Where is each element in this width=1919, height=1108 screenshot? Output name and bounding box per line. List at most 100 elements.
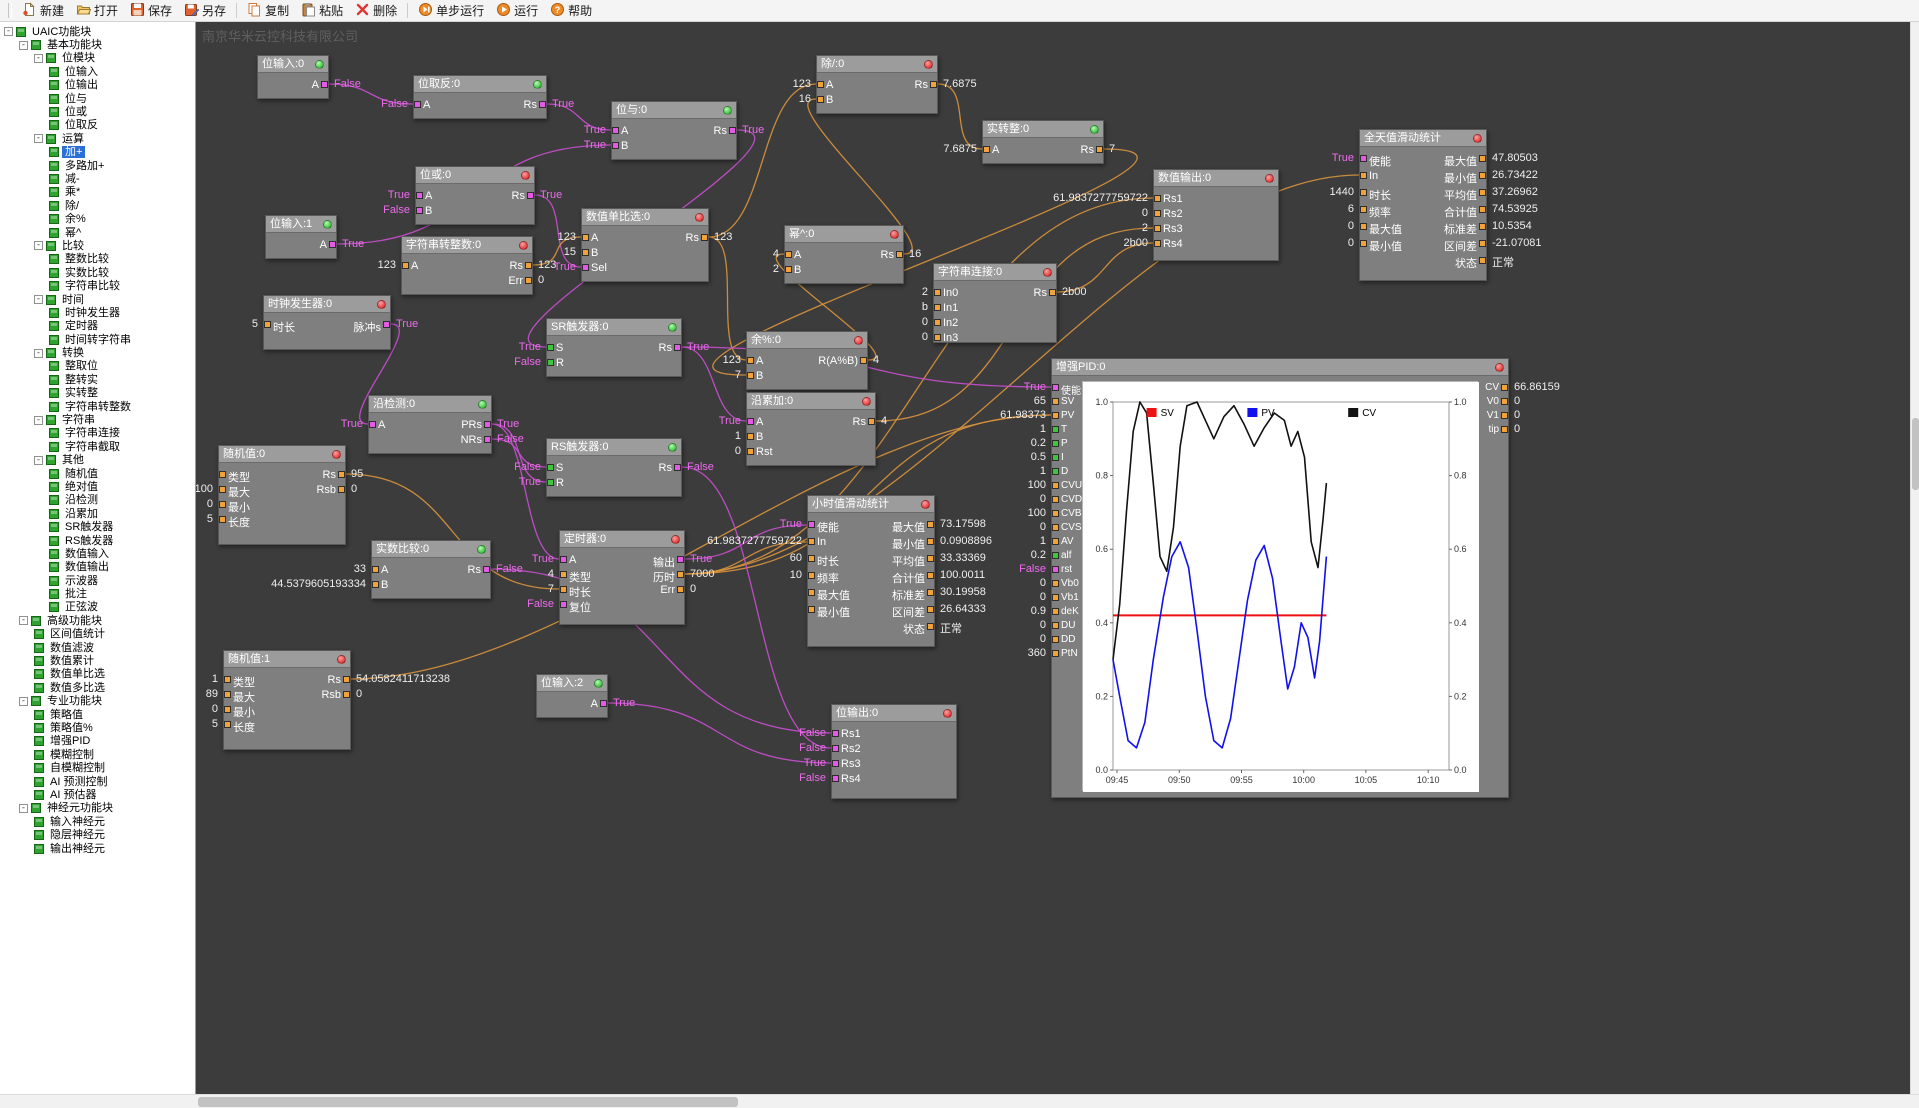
input-port[interactable]	[1052, 538, 1059, 545]
input-port[interactable]	[1052, 594, 1059, 601]
tree-item-随机值[interactable]: 随机值	[0, 467, 195, 480]
output-port[interactable]	[383, 321, 390, 328]
tree-item-整转实[interactable]: 整转实	[0, 373, 195, 386]
input-port[interactable]	[1360, 223, 1367, 230]
node-title[interactable]: SR触发器:0	[547, 319, 681, 336]
tree-item-隐层神经元[interactable]: 隐层神经元	[0, 828, 195, 841]
input-port[interactable]	[612, 127, 619, 134]
tree-item-神经元功能块[interactable]: -神经元功能块	[0, 802, 195, 815]
node-title[interactable]: RS触发器:0	[547, 439, 681, 456]
output-port[interactable]	[1479, 189, 1486, 196]
input-port[interactable]	[1052, 440, 1059, 447]
input-port[interactable]	[1052, 650, 1059, 657]
output-port[interactable]	[483, 566, 490, 573]
node-title[interactable]: 小时值滑动统计	[808, 496, 934, 513]
output-port[interactable]	[484, 421, 491, 428]
input-port[interactable]	[560, 601, 567, 608]
input-port[interactable]	[832, 730, 839, 737]
tree-item-定时器[interactable]: 定时器	[0, 320, 195, 333]
tree-item-位或[interactable]: 位或	[0, 105, 195, 118]
tree-expander-icon[interactable]: -	[4, 26, 13, 37]
output-port[interactable]	[1049, 289, 1056, 296]
node-title[interactable]: 幂^:0	[785, 226, 903, 243]
tree-item-自模糊控制[interactable]: 自模糊控制	[0, 761, 195, 774]
fb-node-增强PID:0[interactable]: 增强PID:0使能CVSVV0PVV1TtipPIDCVUCVDCVBCVSAV…	[1051, 358, 1509, 798]
input-port[interactable]	[582, 234, 589, 241]
toolbar-button-save[interactable]: 保存	[124, 1, 178, 21]
tree-expander-icon[interactable]: -	[34, 133, 43, 144]
tree-item-增强PID[interactable]: 增强PID	[0, 735, 195, 748]
input-port[interactable]	[372, 566, 379, 573]
tree-item-基本功能块[interactable]: -基本功能块	[0, 38, 195, 51]
output-port[interactable]	[1501, 426, 1508, 433]
output-port[interactable]	[525, 262, 532, 269]
input-port[interactable]	[1052, 552, 1059, 559]
tree-item-减-[interactable]: 减-	[0, 172, 195, 185]
input-port[interactable]	[369, 421, 376, 428]
input-port[interactable]	[224, 721, 231, 728]
tree-item-时间[interactable]: -时间	[0, 293, 195, 306]
output-port[interactable]	[1479, 223, 1486, 230]
fb-node-位输入:1[interactable]: 位输入:1A	[265, 215, 337, 259]
output-port[interactable]	[927, 606, 934, 613]
input-port[interactable]	[560, 571, 567, 578]
toolbar-button-delete[interactable]: 删除	[349, 1, 403, 21]
input-port[interactable]	[1052, 622, 1059, 629]
fb-node-位输入:0[interactable]: 位输入:0A	[257, 55, 329, 99]
tree-item-其他[interactable]: -其他	[0, 454, 195, 467]
tree-item-字符串[interactable]: -字符串	[0, 413, 195, 426]
tree-item-整数比较[interactable]: 整数比较	[0, 253, 195, 266]
toolbar-button-copy[interactable]: 复制	[241, 1, 295, 21]
output-port[interactable]	[927, 555, 934, 562]
node-title[interactable]: 余%:0	[747, 332, 867, 349]
node-title[interactable]: 实数比较:0	[372, 541, 490, 558]
output-port[interactable]	[1479, 206, 1486, 213]
input-port[interactable]	[747, 357, 754, 364]
node-title[interactable]: 位输入:1	[266, 216, 336, 233]
node-title[interactable]: 定时器:0	[560, 531, 684, 548]
toolbar-button-run[interactable]: 运行	[490, 1, 544, 21]
tree-item-沿累加[interactable]: 沿累加	[0, 507, 195, 520]
output-port[interactable]	[525, 277, 532, 284]
input-port[interactable]	[1052, 454, 1059, 461]
node-title[interactable]: 位取反:0	[414, 76, 546, 93]
fb-node-余%:0[interactable]: 余%:0AR(A%B)B	[746, 331, 868, 390]
tree-expander-icon[interactable]: -	[19, 615, 28, 626]
input-port[interactable]	[547, 479, 554, 486]
tree-item-字符串比较[interactable]: 字符串比较	[0, 279, 195, 292]
tree-item-位输出[interactable]: 位输出	[0, 79, 195, 92]
horizontal-scrollbar-thumb[interactable]	[198, 1097, 738, 1107]
input-port[interactable]	[808, 572, 815, 579]
node-title[interactable]: 字符串转整数:0	[402, 237, 532, 254]
input-port[interactable]	[785, 251, 792, 258]
tree-item-数值单比选[interactable]: 数值单比选	[0, 668, 195, 681]
output-port[interactable]	[321, 81, 328, 88]
tree-item-转换[interactable]: -转换	[0, 346, 195, 359]
input-port[interactable]	[582, 249, 589, 256]
output-port[interactable]	[1479, 172, 1486, 179]
output-port[interactable]	[927, 623, 934, 630]
input-port[interactable]	[832, 775, 839, 782]
input-port[interactable]	[817, 96, 824, 103]
input-port[interactable]	[817, 81, 824, 88]
node-title[interactable]: 位或:0	[416, 167, 534, 184]
output-port[interactable]	[677, 571, 684, 578]
output-port[interactable]	[701, 234, 708, 241]
input-port[interactable]	[934, 304, 941, 311]
tree-item-数值累计[interactable]: 数值累计	[0, 654, 195, 667]
node-title[interactable]: 随机值:0	[219, 446, 345, 463]
output-port[interactable]	[674, 464, 681, 471]
output-port[interactable]	[329, 241, 336, 248]
output-port[interactable]	[343, 676, 350, 683]
input-port[interactable]	[547, 344, 554, 351]
tree-item-数值输出[interactable]: 数值输出	[0, 561, 195, 574]
output-port[interactable]	[600, 700, 607, 707]
vertical-scrollbar[interactable]	[1910, 22, 1919, 1094]
input-port[interactable]	[1360, 206, 1367, 213]
input-port[interactable]	[582, 264, 589, 271]
tree-item-策略值%[interactable]: 策略值%	[0, 721, 195, 734]
